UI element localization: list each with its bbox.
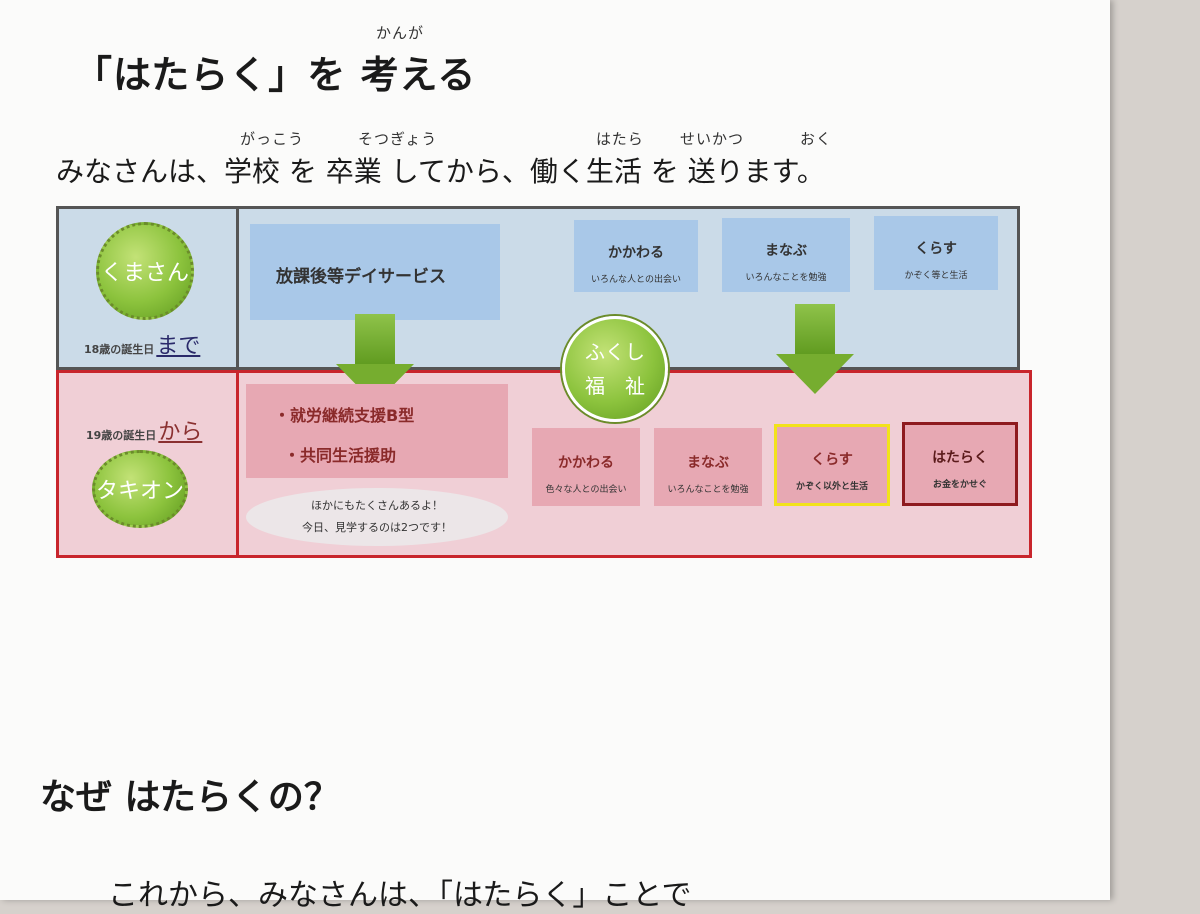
ruby-seikatsu: せいかつ bbox=[680, 130, 745, 148]
welfare-circle: ふくし 福 祉 bbox=[562, 316, 668, 422]
kuma-label: くまさん bbox=[100, 261, 189, 286]
bottom-age-small: 19歳の誕生日 bbox=[86, 429, 157, 442]
bottom-box-manabu-sub: いろんなことを勉強 bbox=[667, 485, 749, 495]
tour-note-line2: 今日、見学するのは2つです！ bbox=[302, 521, 452, 534]
kuma-circle: くまさん bbox=[96, 222, 194, 320]
ruby-hatara: はたら bbox=[596, 130, 644, 148]
title-ruby: かんが bbox=[376, 24, 425, 42]
top-box-kurasu: くらす かぞく等と生活 bbox=[874, 216, 998, 290]
ruby-gakkou: がっこう bbox=[240, 130, 305, 148]
bottom-box-hataraku-title: はたらく bbox=[932, 450, 988, 466]
after-school-day-service-label: 放課後等デイサービス bbox=[276, 267, 446, 287]
top-box-kurasu-title: くらす bbox=[915, 241, 957, 257]
bottom-box-kakawaru: かかわる 色々な人との出会い bbox=[532, 428, 640, 506]
bottom-age-label: 19歳の誕生日から bbox=[86, 414, 202, 446]
top-box-kakawaru-sub: いろんな人との出会い bbox=[591, 275, 681, 285]
bottom-box-kurasu: くらす かぞく以外と生活 bbox=[774, 424, 890, 506]
top-box-kakawaru-title: かかわる bbox=[608, 245, 664, 261]
page-title: 「はたらく」を 考える bbox=[74, 53, 477, 97]
panel-divider-bottom bbox=[236, 370, 239, 558]
ruby-sotsugyou: そつぎょう bbox=[358, 130, 438, 148]
top-age-label: 18歳の誕生日まで bbox=[84, 328, 200, 360]
top-panel-under-18 bbox=[56, 206, 1020, 370]
bottom-box-kurasu-title: くらす bbox=[811, 452, 853, 468]
bottom-box-manabu-title: まなぶ bbox=[687, 455, 729, 471]
bottom-age-big: から bbox=[158, 420, 203, 445]
intro-sentence: みなさんは、学校 を 卒業 してから、働く生活 を 送ります。 bbox=[56, 155, 825, 188]
top-age-big: まで bbox=[156, 334, 201, 359]
takion-circle: タキオン bbox=[92, 450, 188, 528]
bottom-services-box: ・就労継続支援B型 ・共同生活援助 bbox=[246, 384, 508, 478]
service-type-b: ・就労継続支援B型 bbox=[274, 406, 415, 425]
top-box-manabu: まなぶ いろんなことを勉強 bbox=[722, 218, 850, 292]
life-stage-diagram: くまさん 18歳の誕生日まで 19歳の誕生日から タキオン 放課後等デイサービス… bbox=[56, 206, 1036, 558]
top-box-kurasu-sub: かぞく等と生活 bbox=[904, 271, 968, 281]
top-age-small: 18歳の誕生日 bbox=[84, 343, 155, 356]
tour-note-bubble: ほかにもたくさんあるよ！ 今日、見学するのは2つです！ bbox=[246, 488, 508, 546]
right-down-arrow-icon bbox=[776, 304, 854, 394]
bottom-box-manabu: まなぶ いろんなことを勉強 bbox=[654, 428, 762, 506]
top-box-manabu-sub: いろんなことを勉強 bbox=[745, 273, 827, 283]
section-heading-why-work: なぜ はたらくの？ bbox=[40, 777, 340, 818]
service-group-home: ・共同生活援助 bbox=[284, 446, 397, 465]
after-school-day-service-box: 放課後等デイサービス bbox=[250, 224, 500, 320]
takion-label: タキオン bbox=[95, 479, 184, 504]
bottom-box-hataraku-sub: お金をかせぐ bbox=[932, 480, 987, 490]
top-box-manabu-title: まなぶ bbox=[765, 243, 807, 259]
tour-note-line1: ほかにもたくさんあるよ！ bbox=[311, 499, 443, 512]
panel-divider-top bbox=[236, 206, 239, 370]
bottom-box-kakawaru-title: かかわる bbox=[558, 455, 614, 471]
welfare-kana: ふくし bbox=[585, 340, 645, 364]
ruby-oku: おく bbox=[800, 130, 833, 148]
worksheet-page: かんが 「はたらく」を 考える がっこう そつぎょう はたら せいかつ おく み… bbox=[0, 0, 1110, 913]
bottom-box-hataraku: はたらく お金をかせぐ bbox=[902, 422, 1018, 506]
bottom-box-kakawaru-sub: 色々な人との出会い bbox=[545, 485, 627, 495]
section-body-line: これから、みなさんは、「はたらく」ことで bbox=[108, 878, 692, 913]
top-box-kakawaru: かかわる いろんな人との出会い bbox=[574, 220, 698, 292]
bottom-box-kurasu-sub: かぞく以外と生活 bbox=[795, 482, 868, 492]
welfare-kanji: 福 祉 bbox=[585, 374, 645, 398]
